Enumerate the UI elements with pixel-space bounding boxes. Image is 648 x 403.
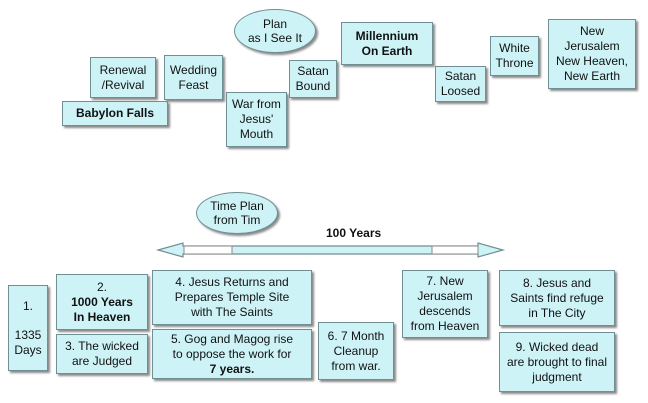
millennium-label: Millennium On Earth [355, 28, 419, 58]
box7-text: 7. New Jerusalem descends from Heaven [410, 274, 480, 333]
new-jerusalem-label: New Jerusalem New Heaven, New Earth [555, 24, 629, 83]
box-babylon: Babylon Falls [62, 101, 168, 126]
box1-num: 1. [22, 298, 33, 313]
arrow-body [155, 242, 506, 258]
years-label: 100 Years [326, 226, 382, 240]
box-war: War from Jesus' Mouth [226, 92, 287, 147]
satan-loosed-label: Satan Loosed [440, 69, 481, 98]
plan-label-ellipse: Plan as I See It [234, 9, 316, 53]
box-satan-loosed: Satan Loosed [435, 66, 486, 102]
box2-num: 2. [96, 279, 107, 294]
satan-bound-label: Satan Bound [295, 64, 331, 93]
box-7: 7. New Jerusalem descends from Heaven [402, 270, 488, 338]
box-8: 8. Jesus and Saints find refuge in The C… [499, 270, 615, 326]
renewal-label: Renewal /Revival [99, 62, 147, 92]
box8-text: 8. Jesus and Saints find refuge in The C… [510, 275, 604, 320]
box-wedding: Wedding Feast [164, 55, 223, 100]
war-label: War from Jesus' Mouth [232, 97, 281, 141]
box-9: 9. Wicked dead are brought to final judg… [499, 332, 615, 392]
box1-text: 1335 Days [14, 327, 42, 357]
box-2: 2. 1000 Years In Heaven [56, 274, 148, 330]
box-millennium: Millennium On Earth [341, 22, 433, 65]
box-6: 6. 7 Month Cleanup from war. [318, 322, 394, 380]
box-3: 3. The wicked are Judged [56, 334, 148, 374]
white-throne-label: White Throne [495, 41, 534, 70]
babylon-label: Babylon Falls [75, 106, 155, 120]
box-5: 5. Gog and Magog rise to oppose the work… [152, 329, 312, 379]
box5-years: 7 years. [209, 361, 255, 376]
box-white-throne: White Throne [490, 36, 539, 76]
box-1: 1. 1335 Days [8, 285, 48, 371]
box-renewal: Renewal /Revival [90, 57, 156, 98]
box9-text: 9. Wicked dead are brought to final judg… [506, 339, 608, 384]
arrow-left-segment [183, 245, 233, 255]
time-plan-ellipse: Time Plan from Tim [196, 192, 278, 234]
plan-label: Plan as I See It [247, 17, 303, 45]
wedding-label: Wedding Feast [169, 62, 218, 92]
arrow-right-segment [431, 245, 479, 255]
box5-text: 5. Gog and Magog rise to oppose the work… [170, 331, 294, 361]
time-plan-label: Time Plan from Tim [210, 199, 264, 227]
box4-text: 4. Jesus Returns and Prepares Temple Sit… [174, 275, 290, 319]
box-new-jerusalem: New Jerusalem New Heaven, New Earth [548, 19, 636, 89]
double-arrow-shape [155, 242, 506, 258]
box-4: 4. Jesus Returns and Prepares Temple Sit… [152, 270, 312, 325]
box3-text: 3. The wicked are Judged [65, 339, 139, 368]
box-satan-bound: Satan Bound [289, 60, 337, 98]
box2-text: 1000 Years In Heaven [71, 294, 133, 324]
box6-text: 6. 7 Month Cleanup from war. [327, 328, 385, 373]
